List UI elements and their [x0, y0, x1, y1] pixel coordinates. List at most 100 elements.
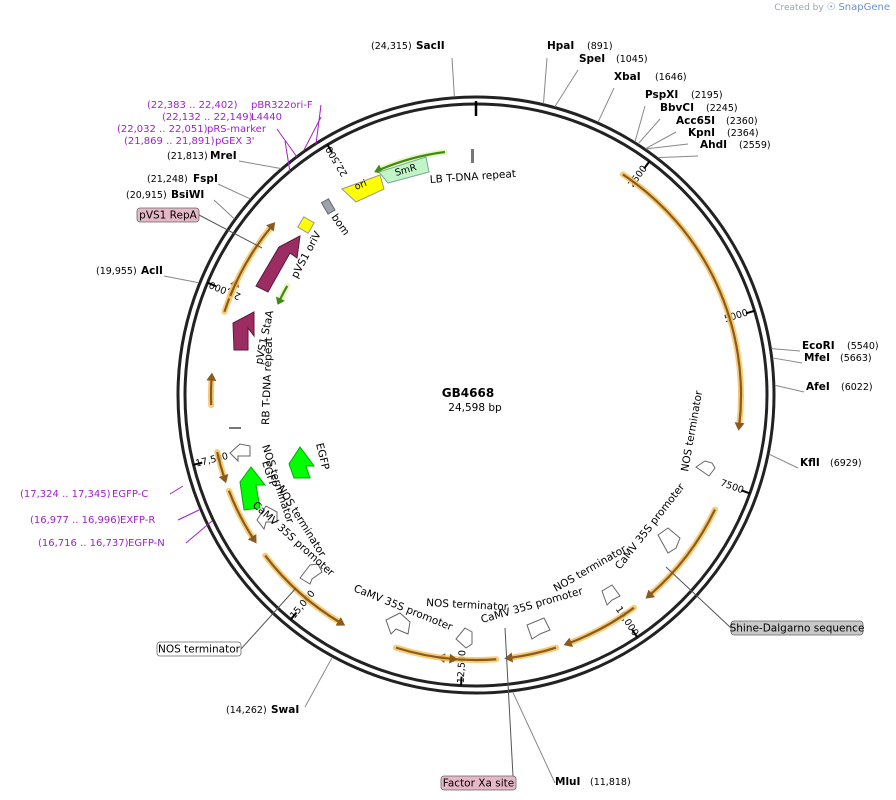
orf-arc-head: [218, 473, 229, 484]
site-name-acli[interactable]: AclI: [141, 265, 163, 277]
branding-prefix: Created by: [774, 3, 824, 13]
site-leader-line: [774, 384, 805, 393]
orf-arc: [622, 173, 743, 426]
orf-arc-head: [734, 422, 745, 431]
site-position: (20,915): [126, 190, 167, 201]
primer-leader-line: [303, 116, 322, 151]
site-position: (891): [587, 41, 613, 52]
primer-name[interactable]: EGFP-N: [128, 538, 165, 549]
tick-label: 22,500: [324, 144, 350, 178]
primer-name[interactable]: EXFP-R: [120, 515, 155, 526]
construct-length: 24,598 bp: [448, 402, 502, 414]
site-position: (21,813): [167, 151, 208, 162]
primer-range: (22,132 .. 22,149): [162, 112, 253, 123]
smr-arc: [378, 150, 446, 172]
orf-arc-head: [449, 653, 458, 664]
construct-name: GB4668: [442, 386, 494, 400]
primer-name[interactable]: L4440: [251, 112, 282, 123]
primer-leader-line: [185, 520, 213, 544]
orf-arc-head: [645, 589, 656, 599]
site-position: (1045): [616, 54, 648, 65]
tick-label: 17,500: [194, 451, 229, 470]
tick-mark: [631, 629, 639, 638]
site-name-acc65i[interactable]: Acc65I: [676, 115, 715, 127]
site-name-hpai[interactable]: HpaI: [547, 40, 574, 52]
feature-camv-35s-promoter-3: CaMV 35S promoter: [480, 585, 585, 640]
feature-label: EGFP: [313, 442, 331, 471]
backbone-outer-ring: [176, 95, 776, 695]
site-leader-line: [542, 57, 548, 104]
feature-nos-terminator-bottom: NOS terminator: [426, 597, 509, 649]
feature-label: NOS terminator: [679, 389, 705, 472]
primer-name[interactable]: pBR322ori-F: [251, 100, 313, 111]
site-position: (6929): [830, 458, 862, 469]
site-name-kfli[interactable]: KflI: [800, 457, 820, 469]
site-leader-line: [772, 357, 803, 364]
feature-rb-t-dna-repeat: RB T-DNA repeat: [229, 337, 275, 429]
site-name-sacii[interactable]: SacII: [416, 40, 445, 52]
orf-arc-head: [335, 617, 346, 626]
site-name-fspi[interactable]: FspI: [193, 173, 218, 185]
tick-mark: [207, 281, 217, 288]
site-leader-line: [217, 183, 251, 200]
labels-layer: SacII(24,315)HpaI(891)SpeI(1045)XbaI(164…: [20, 40, 879, 791]
site-name-mrei[interactable]: MreI: [210, 150, 237, 162]
site-leader-line: [451, 57, 455, 97]
site-position: (5540): [847, 341, 879, 352]
site-name-mlui[interactable]: MluI: [555, 776, 580, 788]
tick-label: 12,500: [456, 650, 469, 684]
tick-label: 7500: [719, 478, 745, 497]
site-name-bbvci[interactable]: BbvCI: [660, 102, 694, 114]
site-leader-line: [645, 143, 689, 150]
site-name-xbai[interactable]: XbaI: [614, 71, 641, 83]
leader-lines-layer: [163, 57, 805, 784]
site-leader-line: [637, 118, 661, 145]
feature-box[interactable]: [136, 207, 200, 223]
site-name-ecori[interactable]: EcoRI: [802, 340, 835, 352]
site-name-afei[interactable]: AfeI: [806, 381, 830, 393]
orf-arc-head: [206, 372, 217, 381]
branding-name: SnapGene: [838, 2, 890, 13]
feature-box[interactable]: [440, 775, 517, 791]
site-position: (5663): [840, 353, 872, 364]
site-name-swai[interactable]: SwaI: [271, 704, 299, 716]
box-leader-line: [198, 214, 263, 249]
primer-name[interactable]: pGEX 3': [215, 136, 255, 147]
feature-box-label: NOS terminator: [158, 644, 241, 656]
primer-range: (17,324 .. 17,345): [20, 489, 111, 500]
site-leader-line: [657, 155, 699, 159]
primer-leader-line: [284, 140, 291, 173]
staa-arc-head: [275, 296, 285, 305]
site-name-ahdi[interactable]: AhdI: [700, 139, 727, 151]
feature-box[interactable]: [156, 641, 242, 657]
box-leader-line: [665, 566, 732, 629]
site-name-kpni[interactable]: KpnI: [688, 127, 715, 139]
site-position: (21,248): [147, 174, 188, 185]
feature-camv-35s-promoter-4: CaMV 35S promoter: [613, 481, 688, 572]
site-leader-line: [634, 105, 646, 142]
feature-box[interactable]: [730, 620, 864, 636]
box-leader-line: [240, 587, 297, 650]
primer-range: (22,383 .. 22,402): [147, 100, 238, 111]
primer-name[interactable]: EGFP-C: [112, 489, 148, 500]
site-name-bsiwi[interactable]: BsiWI: [171, 189, 204, 201]
site-position: (2195): [691, 90, 723, 101]
site-name-pspxi[interactable]: PspXI: [645, 89, 678, 101]
primer-range: (22,032 .. 22,051): [117, 124, 208, 135]
orf-arc: [229, 225, 273, 297]
feature-box-label: Shine-Dalgarno sequence: [730, 623, 865, 635]
feature-smr: SmR: [378, 156, 430, 184]
primer-leader-line: [177, 509, 200, 521]
orf-arc-head: [247, 534, 257, 544]
site-name-mfei[interactable]: MfeI: [804, 352, 830, 364]
site-leader-line: [512, 691, 556, 784]
site-position: (14,262): [226, 705, 267, 716]
site-position: (11,818): [590, 777, 631, 788]
feature-label: RB T-DNA repeat: [260, 337, 275, 425]
site-position: (19,955): [96, 266, 137, 277]
primer-leader-line: [169, 485, 184, 495]
orf-arc: [264, 554, 342, 624]
site-name-spei[interactable]: SpeI: [579, 53, 605, 65]
primer-name[interactable]: pRS-marker: [207, 124, 267, 135]
tick-mark: [326, 144, 333, 154]
